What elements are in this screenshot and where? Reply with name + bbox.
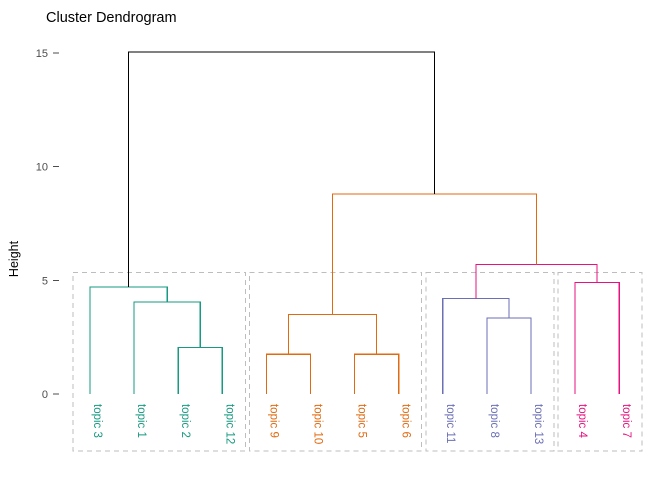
- leaf-label-topic-10: topic 10: [312, 404, 324, 444]
- cluster-box: [557, 271, 643, 452]
- y-axis: 15 10 5 0: [36, 48, 59, 401]
- page-title: Cluster Dendrogram: [46, 10, 177, 26]
- dendrogram-branches: [89, 51, 620, 394]
- leaf-label-topic-13: topic 13: [532, 404, 544, 444]
- y-tick-label: 0: [42, 389, 48, 401]
- leaf-label-topic-7: topic 7: [620, 404, 632, 438]
- leaf-label-topic-2: topic 2: [179, 404, 191, 438]
- dendrogram-branch: [177, 346, 223, 394]
- dendrogram-branch: [265, 353, 312, 394]
- leaf-label-topic-11: topic 11: [444, 404, 456, 443]
- leaf-label-topic-9: topic 9: [267, 404, 279, 438]
- leaf-label-topic-5: topic 5: [356, 404, 368, 438]
- leaf-label-topic-4: topic 4: [576, 404, 588, 438]
- leaf-label-topic-6: topic 6: [400, 404, 412, 438]
- cluster-box: [72, 271, 246, 452]
- dendrogram-branch: [354, 353, 400, 394]
- y-tick-label: 10: [36, 162, 48, 174]
- cluster-box: [425, 271, 555, 452]
- leaf-labels: topic 3 topic 1 topic 2 topic 12 topic 9 topi…: [91, 404, 632, 444]
- leaf-label-topic-1: topic 1: [135, 404, 147, 438]
- leaf-label-topic-3: topic 3: [91, 404, 103, 438]
- cluster-box: [248, 271, 423, 452]
- y-axis-title: Height: [7, 240, 21, 277]
- cluster-boxes: [72, 271, 643, 452]
- leaf-label-topic-8: topic 8: [488, 404, 500, 438]
- leaf-label-topic-12: topic 12: [223, 404, 235, 444]
- dendrogram-branch: [331, 193, 538, 315]
- dendrogram-branch: [128, 51, 436, 288]
- y-tick-label: 15: [36, 48, 48, 60]
- y-tick-label: 5: [42, 275, 48, 287]
- dendrogram-branch: [574, 282, 620, 394]
